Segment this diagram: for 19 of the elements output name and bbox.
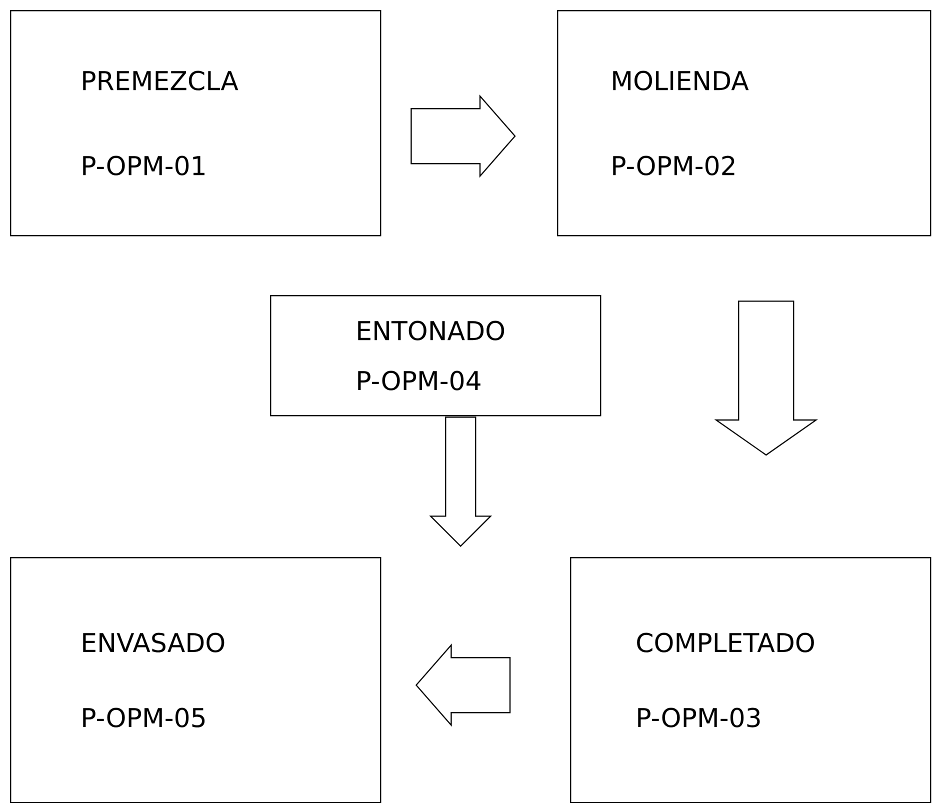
process-box	[570, 557, 932, 803]
step-name: PREMEZCLA	[83, 70, 238, 90]
step-code: P-OPM-01	[83, 156, 204, 176]
process-box	[557, 10, 932, 236]
step-name: ENTONADO	[358, 320, 504, 340]
block-arrow	[429, 416, 492, 548]
block-arrow	[410, 94, 516, 178]
block-arrow	[714, 300, 818, 456]
step-code: P-OPM-04	[358, 370, 480, 390]
step-code: P-OPM-02	[613, 156, 734, 176]
process-box	[270, 295, 602, 416]
step-name: COMPLETADO	[637, 632, 814, 652]
process-box	[10, 10, 382, 236]
step-name: MOLIENDA	[613, 70, 749, 90]
step-code: P-OPM-03	[638, 708, 760, 728]
step-code: P-OPM-05	[83, 708, 205, 728]
process-box	[10, 557, 382, 803]
block-arrow	[415, 644, 511, 727]
step-name: ENVASADO	[83, 632, 224, 652]
